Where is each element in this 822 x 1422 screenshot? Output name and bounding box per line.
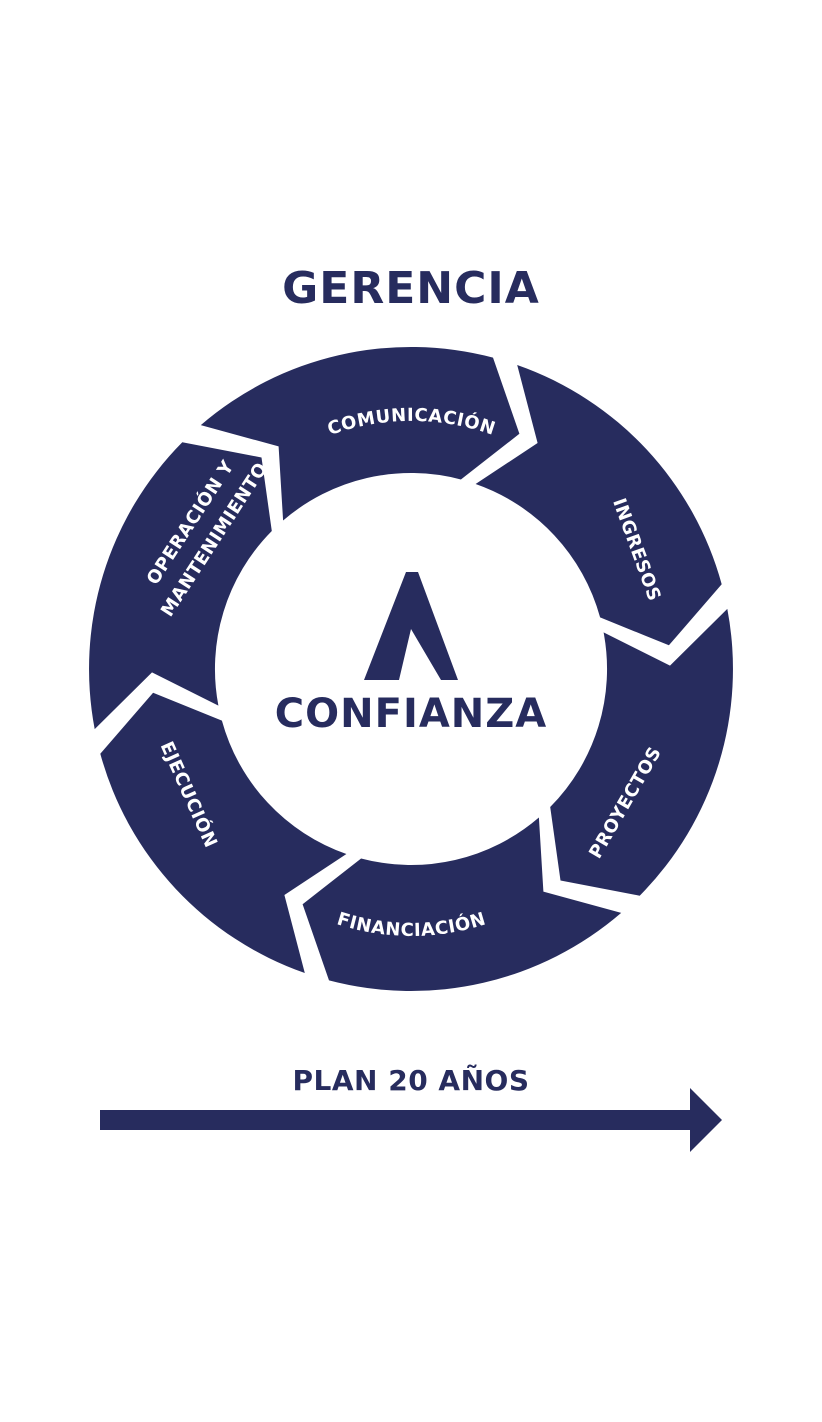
cycle-segment-ingresos [550, 608, 733, 896]
arrow-right-icon [100, 1088, 722, 1152]
diagram-title: GERENCIA [282, 263, 540, 314]
center-label: CONFIANZA [275, 691, 547, 737]
a-peak-logo-icon [364, 572, 458, 680]
timeline-label: PLAN 20 AÑOS [293, 1063, 530, 1097]
cycle-segment-comunicacion [475, 365, 722, 646]
cycle-segment-financiacion [100, 692, 347, 973]
cycle-segment-ejecucion [89, 442, 272, 730]
cycle-segment-proyectos [302, 817, 622, 992]
cycle-segment-operacion [200, 346, 520, 521]
cycle-ring [89, 346, 733, 992]
